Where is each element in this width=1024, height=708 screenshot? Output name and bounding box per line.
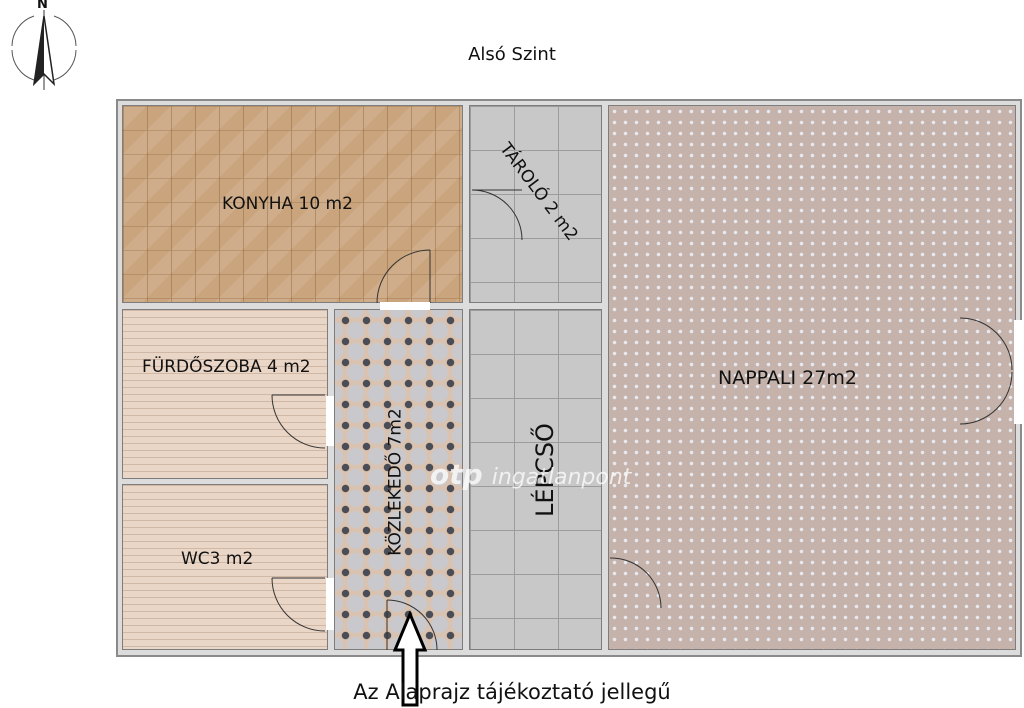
- compass-north-label: N: [37, 0, 48, 12]
- label-bathroom: FÜRDŐSZOBA 4 m2: [142, 357, 311, 377]
- room-storage: [469, 105, 602, 303]
- room-hallway: [334, 309, 463, 650]
- disclaimer-footer: Az Alaprajz tájékoztató jellegű: [353, 680, 671, 704]
- room-bathroom: [122, 309, 328, 479]
- room-living: [608, 105, 1016, 650]
- room-wc: [122, 484, 328, 650]
- watermark: otp ingatlanpont: [430, 458, 631, 491]
- watermark-brand: otp: [430, 458, 483, 491]
- label-kitchen: KONYHA 10 m2: [222, 194, 353, 214]
- watermark-text: ingatlanpont: [491, 465, 632, 490]
- label-wc: WC3 m2: [181, 549, 254, 569]
- room-kitchen: [122, 105, 463, 303]
- entrance-arrow-icon: [392, 610, 428, 707]
- floor-title: Alsó Szint: [468, 44, 556, 65]
- room-stairs: [469, 309, 602, 650]
- label-hallway: KÖZLEKEDŐ 7m2: [385, 408, 406, 556]
- label-living: NAPPALI 27m2: [718, 367, 857, 389]
- north-arrow-icon: [11, 10, 77, 90]
- compass: N: [4, 0, 84, 95]
